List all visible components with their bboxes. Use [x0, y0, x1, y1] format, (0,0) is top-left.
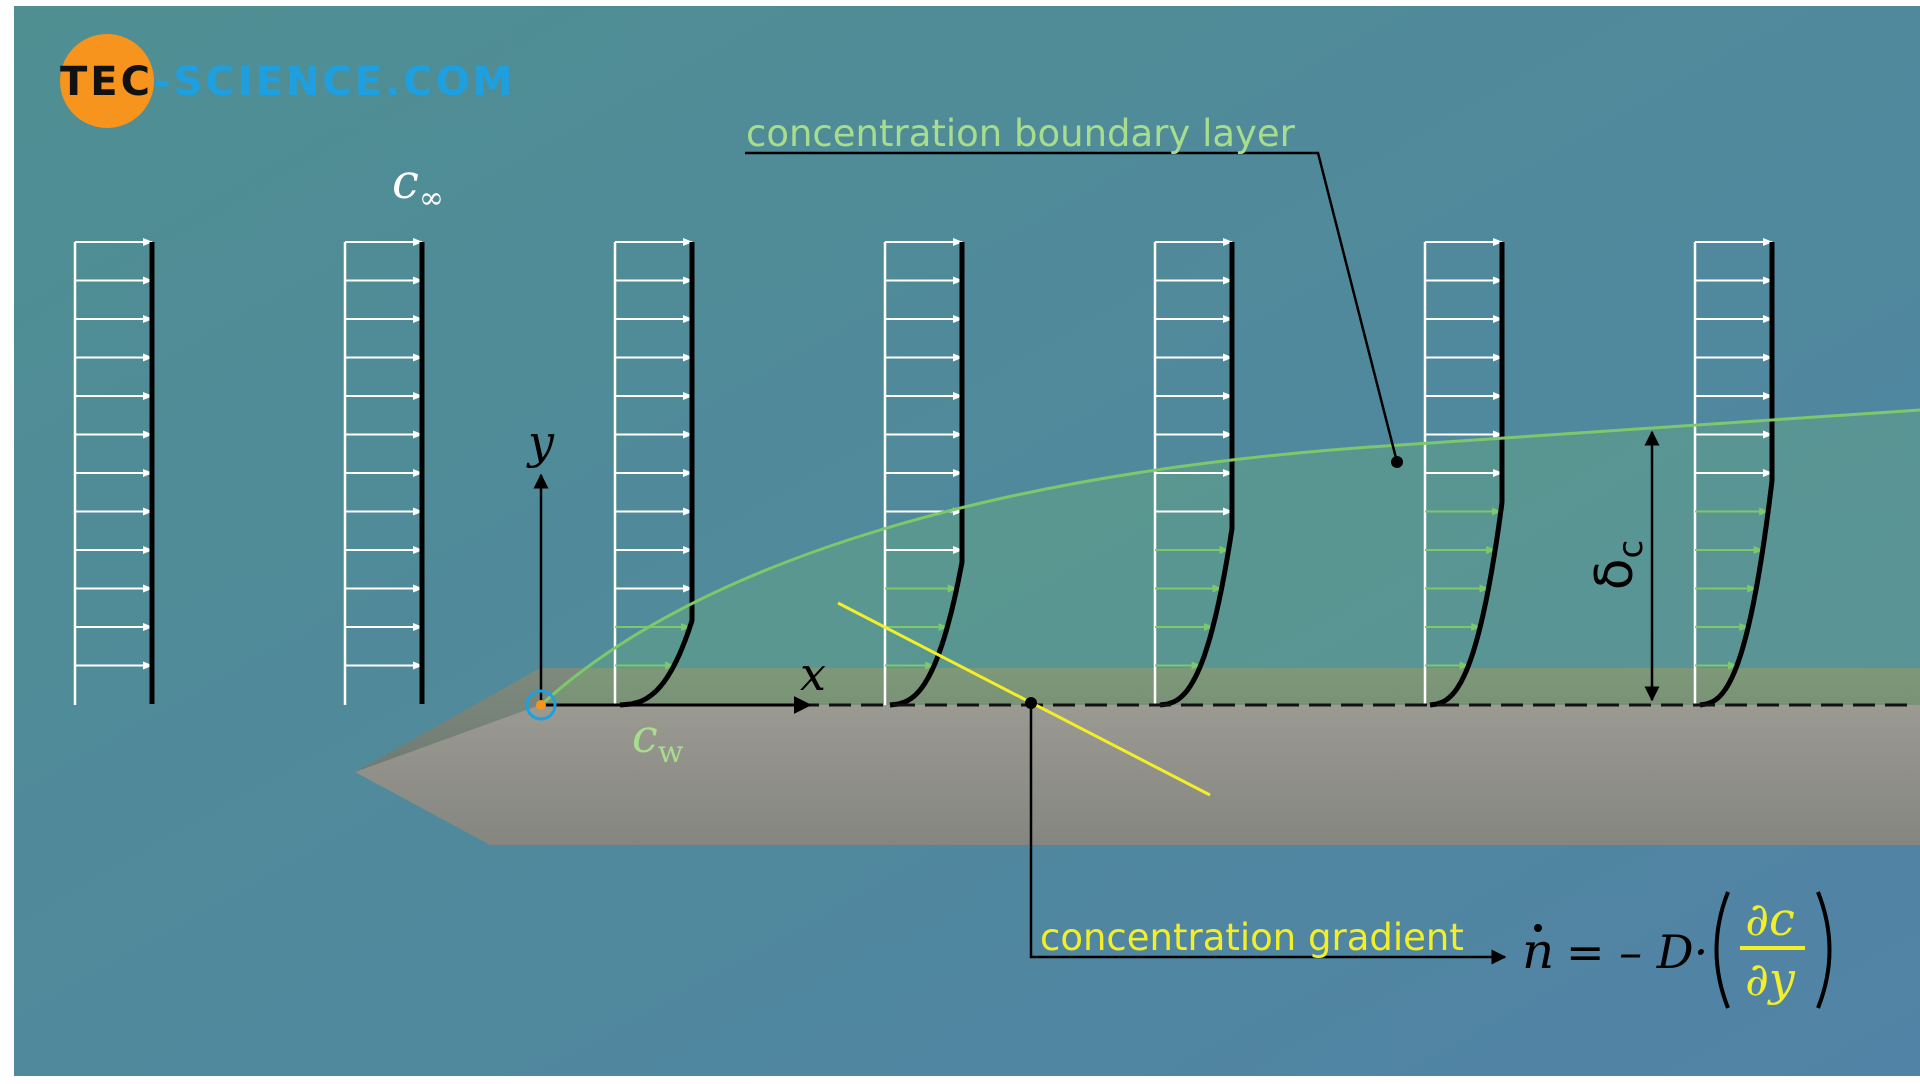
concentration-profiles [73, 238, 1775, 708]
plate-body [355, 705, 1920, 845]
boundary-layer-point [1391, 456, 1403, 468]
profile-6 [1423, 238, 1505, 708]
profile-curve [1699, 242, 1775, 708]
c-wall-subscript: w [658, 735, 684, 770]
profile-2 [343, 238, 425, 705]
boundary-layer-leader [745, 151, 1399, 463]
background [14, 6, 1920, 1076]
origin-marker [525, 689, 557, 721]
profile-1 [73, 238, 155, 705]
origin-dot [536, 700, 546, 710]
logo: TEC-SCIENCE.COM [60, 34, 515, 128]
profile-7 [1693, 238, 1775, 708]
formula-denominator: ∂y [1745, 952, 1796, 1006]
formula-numerator: ∂c [1745, 892, 1795, 946]
formula-operator: = – D· [1566, 925, 1708, 979]
profile-curve [619, 242, 695, 708]
boundary-layer-edge [539, 408, 1920, 707]
logo-circle [60, 34, 154, 128]
delta-symbol: δ [1585, 558, 1645, 590]
logo-text-left: TEC [60, 59, 154, 105]
delta-subscript: c [1611, 540, 1651, 559]
delta-c-label: δc [1585, 540, 1651, 591]
formula-left-paren [1714, 891, 1730, 1009]
gradient-tangent-line [837, 601, 1211, 797]
c-infinity-symbol: c [392, 154, 419, 210]
x-axis-label: x [800, 647, 826, 701]
y-axis-label: y [526, 415, 555, 469]
gradient-label: concentration gradient [1040, 916, 1464, 959]
c-wall-label: cw [632, 709, 684, 770]
c-wall-symbol: c [632, 709, 658, 763]
profile-curve [1429, 242, 1505, 708]
flux-formula: n = – D· ∂c ∂y [1522, 891, 1832, 1009]
logo-text: TEC-SCIENCE.COM [60, 59, 515, 105]
profile-3 [613, 238, 695, 708]
c-infinity-subscript: ∞ [419, 181, 444, 216]
c-infinity-label: c∞ [392, 154, 444, 216]
formula-dot [1534, 924, 1542, 932]
profile-5 [1153, 238, 1235, 708]
logo-text-right: .COM [385, 59, 515, 105]
profile-curve [889, 242, 965, 708]
gradient-leader [1029, 703, 1507, 965]
formula-right-paren [1816, 891, 1832, 1009]
delta-c-text: δc [1585, 540, 1651, 591]
boundary-layer-label: concentration boundary layer [746, 112, 1296, 155]
profile-curve [1159, 242, 1235, 708]
logo-text-mid: -SCIENCE [154, 59, 385, 105]
